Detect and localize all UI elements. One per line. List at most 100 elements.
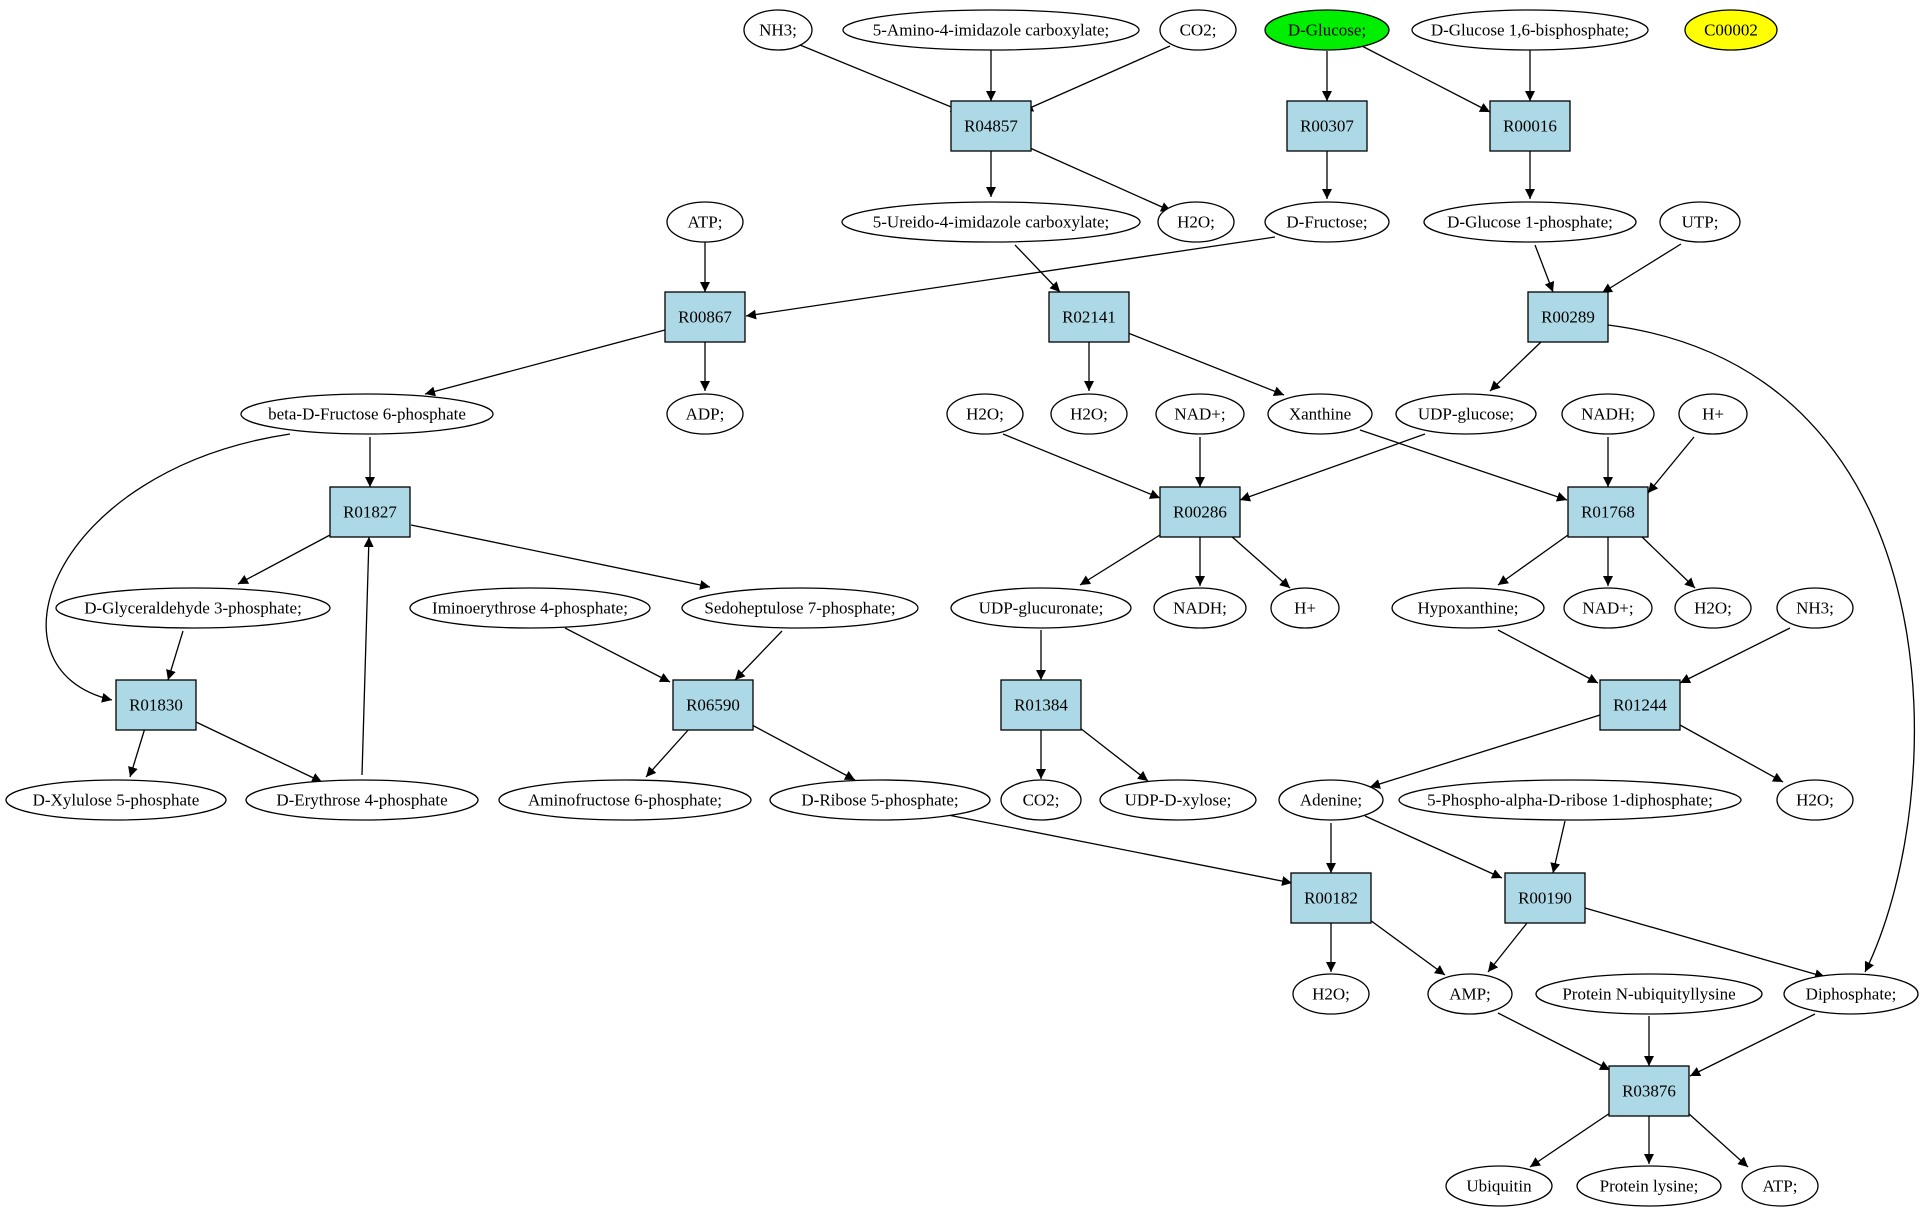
edge-amp-r03876: [1497, 1012, 1611, 1071]
reaction-node[interactable]: R00190: [1504, 872, 1586, 924]
compound-label: NH3;: [759, 21, 797, 40]
edge-ie4p-r06590: [564, 627, 671, 683]
edge-r01827-s7p: [410, 524, 711, 590]
compound-label: Ubiquitin: [1466, 1177, 1532, 1196]
compound-node[interactable]: NH3;: [1776, 587, 1854, 629]
compound-label: C00002: [1704, 21, 1758, 40]
reaction-node[interactable]: R01244: [1599, 679, 1681, 731]
compound-node[interactable]: UDP-glucose;: [1395, 393, 1537, 435]
compound-label: Protein N-ubiquityllysine: [1562, 985, 1735, 1004]
compound-node[interactable]: Diphosphate;: [1783, 973, 1919, 1015]
compound-node[interactable]: Sedoheptulose 7-phosphate;: [681, 587, 919, 629]
edge-r06590-r5p: [751, 724, 856, 781]
compound-node[interactable]: H2O;: [1674, 587, 1752, 629]
compound-node[interactable]: H+: [1270, 587, 1340, 629]
reaction-node[interactable]: R02141: [1048, 291, 1130, 343]
compound-node[interactable]: CO2;: [1159, 9, 1237, 51]
compound-node[interactable]: ATP;: [666, 201, 744, 243]
compound-node[interactable]: D-Xylulose 5-phosphate: [5, 779, 227, 821]
reaction-label: R00286: [1173, 503, 1227, 522]
compound-node[interactable]: UDP-D-xylose;: [1099, 779, 1257, 821]
compound-node[interactable]: 5-Amino-4-imidazole carboxylate;: [842, 9, 1140, 51]
compound-node[interactable]: beta-D-Fructose 6-phosphate: [240, 393, 494, 435]
compound-node[interactable]: H2O;: [1157, 201, 1235, 243]
compound-node[interactable]: 5-Phospho-alpha-D-ribose 1-diphosphate;: [1398, 779, 1742, 821]
compound-node[interactable]: H2O;: [946, 393, 1024, 435]
reaction-label: R00182: [1304, 889, 1358, 908]
compound-node[interactable]: NAD+;: [1155, 393, 1245, 435]
compound-label: 5-Ureido-4-imidazole carboxylate;: [873, 213, 1109, 232]
reaction-node[interactable]: R03876: [1608, 1065, 1690, 1117]
compound-node[interactable]: AMP;: [1427, 973, 1513, 1015]
compound-node[interactable]: H2O;: [1776, 779, 1854, 821]
compound-label: Xanthine: [1289, 405, 1351, 424]
reaction-label: R03876: [1622, 1082, 1676, 1101]
edge-diphos-r03876: [1689, 1013, 1816, 1077]
reaction-node[interactable]: R00307: [1286, 100, 1368, 152]
edge-r01384-udpxyl: [1079, 727, 1149, 782]
reaction-node[interactable]: R04857: [950, 100, 1032, 152]
compound-node-highlighted[interactable]: C00002: [1684, 9, 1778, 51]
compound-node[interactable]: NH3;: [743, 9, 813, 51]
edge-r00289-udpglc: [1489, 341, 1542, 392]
reaction-node[interactable]: R01384: [1000, 679, 1082, 731]
compound-label: NAD+;: [1174, 405, 1225, 424]
compound-node[interactable]: CO2;: [1000, 779, 1082, 821]
compound-node[interactable]: NAD+;: [1563, 587, 1653, 629]
reaction-node[interactable]: R00286: [1159, 486, 1241, 538]
reaction-label: R00289: [1541, 308, 1595, 327]
reaction-node[interactable]: R01827: [329, 486, 411, 538]
compound-node[interactable]: D-Erythrose 4-phosphate: [245, 779, 479, 821]
reaction-label: R01827: [343, 503, 397, 522]
compound-node[interactable]: Xanthine: [1267, 393, 1373, 435]
compound-node[interactable]: NADH;: [1561, 393, 1655, 435]
edge-r01830-e4p: [195, 721, 323, 783]
edge-r06590-af6p: [645, 727, 691, 778]
compound-node[interactable]: H+: [1678, 393, 1748, 435]
compound-node[interactable]: Hypoxanthine;: [1391, 587, 1545, 629]
compound-node[interactable]: UTP;: [1659, 201, 1741, 243]
edge-r02141-xanthine: [1127, 332, 1285, 396]
edge-udpglc-r00286: [1239, 433, 1426, 502]
compound-label: Aminofructose 6-phosphate;: [528, 791, 722, 810]
reaction-label: R00016: [1503, 117, 1557, 136]
reaction-node[interactable]: R00182: [1290, 872, 1372, 924]
compound-node[interactable]: NADH;: [1153, 587, 1247, 629]
compound-node[interactable]: UDP-glucuronate;: [950, 587, 1132, 629]
compound-node[interactable]: D-Glucose 1,6-bisphosphate;: [1411, 9, 1649, 51]
reaction-node[interactable]: R06590: [672, 679, 754, 731]
compound-node[interactable]: D-Fructose;: [1264, 201, 1390, 243]
compound-node[interactable]: Aminofructose 6-phosphate;: [498, 779, 752, 821]
compound-node[interactable]: H2O;: [1050, 393, 1128, 435]
edge-adenine-r00190: [1364, 815, 1503, 879]
reaction-node[interactable]: R00016: [1489, 100, 1571, 152]
compound-node-highlighted[interactable]: D-Glucose;: [1264, 9, 1390, 51]
reaction-node[interactable]: R00289: [1527, 291, 1609, 343]
compound-node[interactable]: D-Glyceraldehyde 3-phosphate;: [55, 587, 331, 629]
reaction-node[interactable]: R01830: [115, 679, 197, 731]
compound-node[interactable]: Protein N-ubiquityllysine: [1535, 973, 1763, 1015]
compound-label: H2O;: [1070, 405, 1108, 424]
compound-node[interactable]: Protein lysine;: [1576, 1165, 1722, 1207]
compound-node[interactable]: D-Glucose 1-phosphate;: [1423, 201, 1637, 243]
compound-label: NAD+;: [1582, 599, 1633, 618]
compound-label: D-Glucose 1,6-bisphosphate;: [1431, 21, 1629, 40]
edge-r00286-hplus: [1229, 534, 1291, 589]
compound-node[interactable]: ATP;: [1741, 1165, 1819, 1207]
edge-hypox-r01244: [1497, 629, 1599, 684]
reaction-nodes: R04857 R00307 R00016 R00867 R02141 R0028…: [115, 100, 1690, 1117]
compound-node[interactable]: 5-Ureido-4-imidazole carboxylate;: [841, 201, 1141, 243]
compound-label: ADP;: [686, 405, 725, 424]
compound-label: H2O;: [1312, 985, 1350, 1004]
compound-node[interactable]: ADP;: [666, 393, 744, 435]
compound-node[interactable]: H2O;: [1292, 973, 1370, 1015]
reaction-node[interactable]: R01768: [1567, 486, 1649, 538]
compound-node[interactable]: D-Ribose 5-phosphate;: [769, 779, 991, 821]
reaction-node[interactable]: R00867: [664, 291, 746, 343]
compound-node[interactable]: Iminoerythrose 4-phosphate;: [409, 587, 651, 629]
compound-node[interactable]: Ubiquitin: [1445, 1165, 1553, 1207]
edge-hplus-r01768: [1647, 436, 1695, 494]
compound-label: CO2;: [1023, 791, 1060, 810]
edge-r00289-diphos: [1607, 324, 1916, 973]
compound-node[interactable]: Adenine;: [1278, 779, 1384, 821]
